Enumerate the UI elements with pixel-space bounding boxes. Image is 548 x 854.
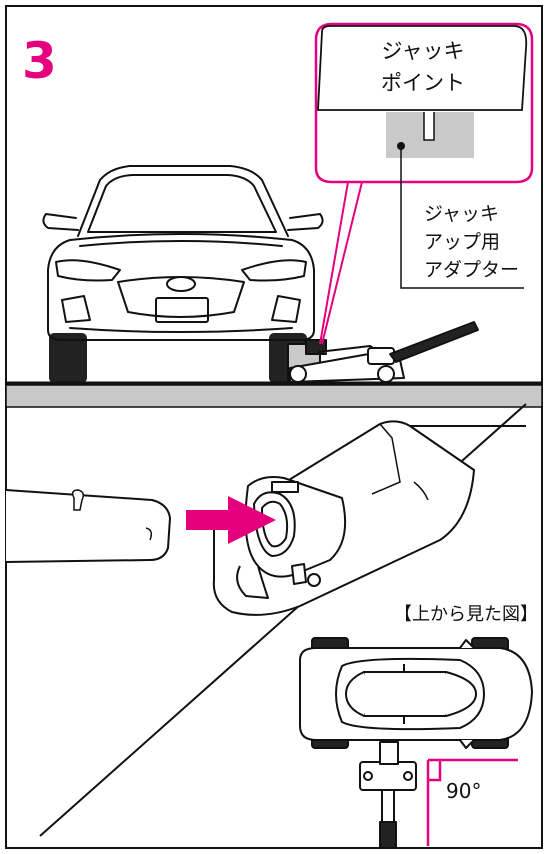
top-view-jack-handle-grip xyxy=(379,821,397,849)
underbody-rib xyxy=(371,423,401,495)
right-mirror xyxy=(287,213,324,231)
emblem xyxy=(166,276,196,292)
windshield xyxy=(87,174,277,233)
callout-title-tab xyxy=(317,25,528,111)
ground-band xyxy=(5,384,543,408)
top-view-caption: 【上から見た図】 xyxy=(394,604,538,625)
top-view-car xyxy=(299,637,533,749)
jack-rear-wheel xyxy=(377,365,395,383)
jack-front-wheel xyxy=(289,365,307,383)
top-view-jack xyxy=(359,741,417,849)
adapter-bolt-1 xyxy=(291,563,307,585)
lower-bumper xyxy=(69,327,293,333)
hood-line xyxy=(79,240,283,247)
floor-jack xyxy=(287,321,479,383)
step-number: 3 xyxy=(22,32,57,90)
grille xyxy=(117,276,245,318)
adapter-label-line1: ジャッキ xyxy=(424,203,499,225)
left-tire xyxy=(49,333,87,383)
top-view-jack-wheel-right xyxy=(403,771,413,781)
adapter-inner xyxy=(261,500,289,548)
adapter-bolt-2 xyxy=(307,573,321,587)
left-mirror xyxy=(42,213,79,231)
top-view-windshield xyxy=(445,671,477,717)
callout-title-line1: ジャッキ xyxy=(382,39,465,63)
callout-title-line2: ポイント xyxy=(381,71,465,95)
top-view-roof xyxy=(359,671,452,717)
jack-arm-pin xyxy=(71,489,85,511)
adapter-label-line3: アダプター xyxy=(424,259,519,281)
adapter-collar xyxy=(236,565,269,599)
jack-point-marker xyxy=(397,142,405,150)
underbody-slot xyxy=(413,481,429,501)
jack-arm-crease xyxy=(145,527,153,541)
right-headlight xyxy=(241,259,307,282)
top-view-jack-wheel-left xyxy=(363,771,373,781)
top-view-jack-saddle xyxy=(379,741,399,765)
jack-point-callout: ジャッキ ポイント xyxy=(314,22,534,184)
car-roof xyxy=(77,165,289,237)
jack-handle xyxy=(389,321,479,363)
top-view-jack-handle xyxy=(381,789,395,825)
angle-label: 90° xyxy=(446,779,481,803)
jack-pump xyxy=(367,347,395,365)
top-view-rear-window xyxy=(345,671,365,717)
bottom-panel: 【上から見た図】 xyxy=(5,403,538,849)
left-fog-lamp xyxy=(61,295,91,323)
adapter-tab xyxy=(271,481,299,493)
license-plate xyxy=(155,297,209,323)
car-body xyxy=(47,233,315,341)
adapter-leader-line xyxy=(400,148,524,289)
angle-arc-marker xyxy=(428,760,442,782)
top-view-mirror-left xyxy=(459,639,475,649)
top-panel: 3 xyxy=(6,22,542,385)
jack-adapter xyxy=(236,476,347,599)
right-fog-lamp xyxy=(271,295,301,323)
jack-arm xyxy=(5,489,171,563)
callout-leader xyxy=(319,181,363,345)
adapter-label-line2: アップ用 xyxy=(424,231,500,253)
jack-point-notch xyxy=(423,112,435,141)
top-view-mirror-right xyxy=(459,739,475,749)
right-angle-indicator xyxy=(426,758,518,846)
insert-direction-arrow xyxy=(186,496,276,544)
left-headlight xyxy=(55,259,121,282)
